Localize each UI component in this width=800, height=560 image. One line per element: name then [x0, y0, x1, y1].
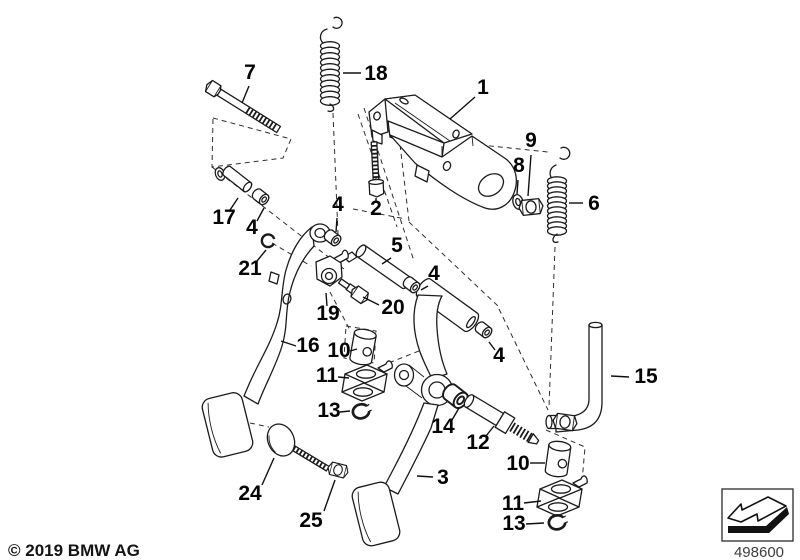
- part-label-4[interactable]: 4: [332, 193, 344, 216]
- part-label-8[interactable]: 8: [513, 154, 525, 177]
- part-label-14[interactable]: 14: [431, 415, 455, 438]
- part-label-24[interactable]: 24: [238, 482, 262, 505]
- part-4-leader-line: [335, 217, 338, 233]
- part-label-1[interactable]: 1: [477, 76, 489, 99]
- part-label-25[interactable]: 25: [299, 509, 323, 532]
- part-16-leader-line: [280, 340, 297, 347]
- part-label-3[interactable]: 3: [437, 466, 449, 489]
- part-17-spacer-sleeve: [214, 165, 253, 193]
- part-label-4[interactable]: 4: [493, 344, 505, 367]
- direction-of-travel-arrow-icon: [727, 496, 789, 533]
- part-10-leader-line: [349, 348, 358, 352]
- part-13-leader-line: [339, 410, 351, 413]
- part-11-bracket-plate: [536, 475, 588, 517]
- part-7-hex-bolt: [204, 79, 282, 134]
- part-label-10[interactable]: 10: [327, 339, 350, 362]
- part-3-leader-line: [416, 475, 434, 478]
- part-17-leader-line: [229, 197, 239, 211]
- part-label-16[interactable]: 16: [296, 334, 319, 357]
- part-25-leader-line: [323, 479, 336, 512]
- part-label-11[interactable]: 11: [316, 364, 339, 387]
- part-3-brake-pedal: [351, 278, 480, 547]
- part-8-leader-line: [516, 179, 519, 195]
- diagram-number: 498600: [734, 544, 784, 560]
- part-label-6[interactable]: 6: [588, 192, 600, 215]
- part-label-2[interactable]: 2: [370, 197, 382, 220]
- part-11-leader-line: [337, 376, 350, 379]
- part-label-18[interactable]: 18: [364, 62, 388, 85]
- part-4-leader-line: [420, 285, 429, 291]
- part-10-spring-holder: [544, 439, 572, 479]
- part-4-leader-line: [256, 207, 265, 222]
- part-9-nut: [517, 197, 545, 217]
- part-9-leader-line: [527, 154, 532, 197]
- part-label-11[interactable]: 11: [502, 492, 525, 515]
- part-label-9[interactable]: 9: [525, 129, 537, 152]
- part-21-snap-ring: [260, 233, 276, 249]
- part-label-7[interactable]: 7: [244, 61, 256, 84]
- part-18-return-spring: [319, 16, 343, 113]
- part-20-bolt: [337, 278, 369, 305]
- part-1-pedal-bracket: [368, 94, 517, 210]
- part-19-leader-line: [325, 292, 328, 307]
- part-13-leader-line: [525, 522, 545, 525]
- part-11-leader-line: [523, 500, 542, 504]
- part-label-4[interactable]: 4: [246, 216, 258, 239]
- part-15-leader-line: [610, 375, 630, 378]
- part-5-leader-line: [381, 257, 392, 265]
- part-label-20[interactable]: 20: [381, 296, 404, 319]
- part-24-leader-line: [261, 457, 275, 486]
- part-12-pivot-pin: [463, 394, 540, 445]
- part-2-bolt: [368, 141, 385, 198]
- part-15-pedal-rod: [545, 321, 603, 433]
- part-13-clip: [546, 512, 571, 532]
- part-label-5[interactable]: 5: [391, 234, 403, 257]
- diagram-reference: 498600: [721, 488, 794, 560]
- part-7-leader-line: [241, 85, 250, 104]
- part-label-21[interactable]: 21: [238, 257, 262, 280]
- part-24-pad-bolt: [266, 423, 330, 472]
- part-label-19[interactable]: 19: [316, 302, 339, 325]
- copyright-text: © 2019 BMW AG: [8, 541, 140, 560]
- part-label-12[interactable]: 12: [466, 431, 489, 454]
- part-4-leader-line: [488, 341, 496, 351]
- part-21-leader-line: [256, 249, 267, 262]
- part-6-return-spring: [546, 146, 571, 244]
- part-25-nut: [326, 460, 350, 480]
- part-label-4[interactable]: 4: [428, 262, 440, 285]
- part-20-leader-line: [362, 296, 380, 306]
- part-4-bushing: [249, 186, 272, 208]
- part-16-clutch-pedal: [201, 223, 331, 458]
- part-11-bracket-plate: [341, 360, 393, 402]
- part-12-leader-line: [485, 425, 495, 437]
- part-1-leader-line: [449, 96, 476, 120]
- part-label-10[interactable]: 10: [506, 452, 529, 475]
- part-13-clip: [350, 400, 375, 422]
- part-10-spring-holder: [348, 327, 378, 367]
- part-19-clevis: [315, 249, 358, 287]
- part-label-17[interactable]: 17: [212, 206, 235, 229]
- part-label-13[interactable]: 13: [502, 512, 525, 535]
- part-label-15[interactable]: 15: [634, 365, 658, 388]
- construction-lines: [211, 107, 586, 483]
- part-label-13[interactable]: 13: [317, 399, 340, 422]
- part-14-leader-line: [451, 407, 460, 421]
